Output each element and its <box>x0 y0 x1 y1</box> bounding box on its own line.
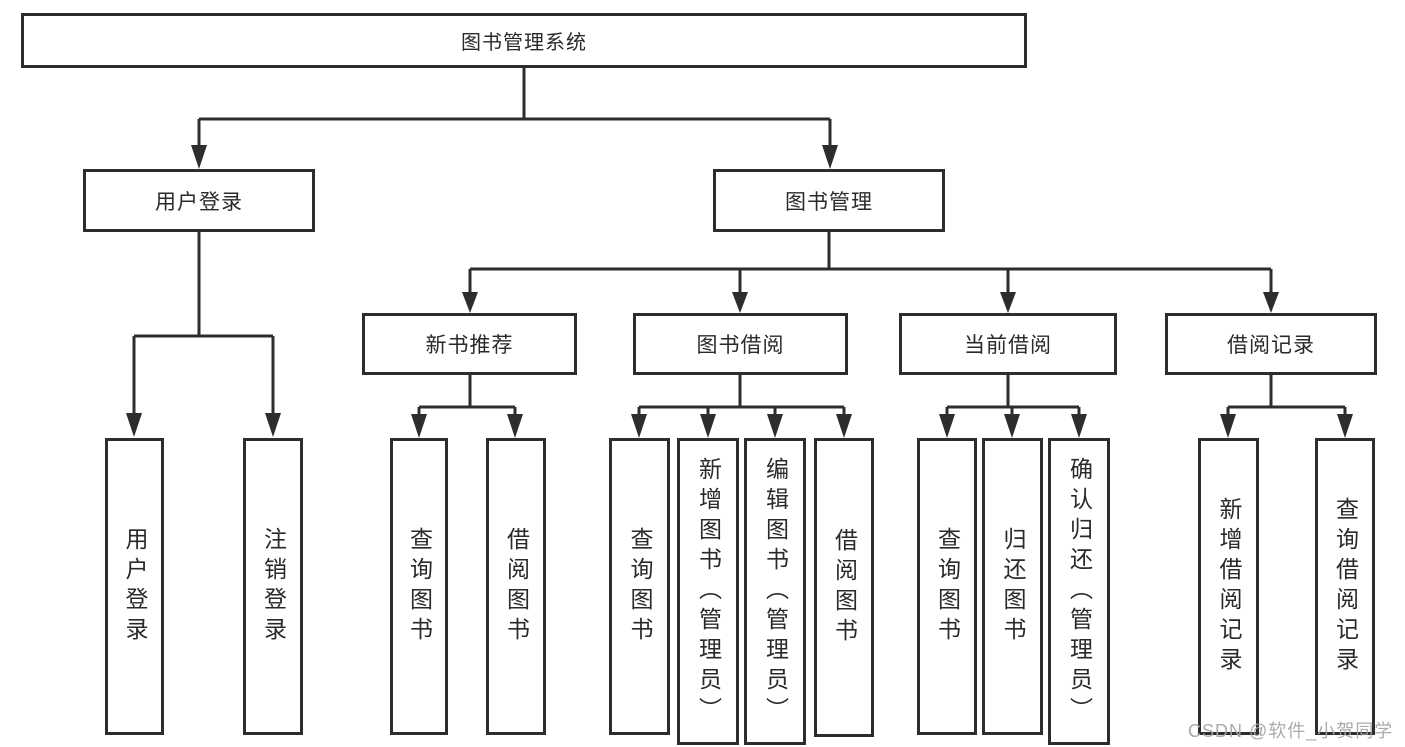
arrowhead-icon <box>1000 292 1016 313</box>
leaf-label: 编辑图书（管理员） <box>762 456 789 727</box>
connector-line <box>468 232 1273 294</box>
leaf-label: 归还图书 <box>1000 526 1026 647</box>
leaf-search-books: 查询图书 <box>609 438 670 735</box>
arrowhead-icon <box>1263 292 1279 313</box>
leaf-label: 新增图书（管理员） <box>695 456 722 727</box>
connector-line <box>637 375 846 416</box>
node-label: 当前借阅 <box>964 334 1052 357</box>
leaf-label: 新增借阅记录 <box>1216 496 1242 677</box>
node-borrow-records: 借阅记录 <box>1165 313 1377 375</box>
connector-borrow-records-group <box>1220 375 1353 438</box>
leaf-edit-books-admin: 编辑图书（管理员） <box>744 438 806 745</box>
leaf-label: 查询图书 <box>934 526 961 647</box>
connector-line <box>1226 375 1347 416</box>
arrowhead-icon <box>1004 414 1020 438</box>
node-new-book-recommend: 新书推荐 <box>362 313 577 375</box>
leaf-add-books-admin: 新增图书（管理员） <box>677 438 739 745</box>
connector-user-login-group <box>126 232 281 437</box>
node-label: 图书借阅 <box>696 334 785 357</box>
arrowhead-icon <box>126 413 142 437</box>
arrowhead-icon <box>462 292 478 313</box>
leaf-label: 用户登录 <box>122 526 148 647</box>
leaf-logout: 注销登录 <box>243 438 303 735</box>
connector-line <box>132 232 275 415</box>
leaf-confirm-return-admin: 确认归还（管理员） <box>1048 438 1110 745</box>
arrowhead-icon <box>1337 414 1353 438</box>
arrowhead-icon <box>631 414 647 438</box>
arrowhead-icon <box>939 414 955 438</box>
connector-line <box>197 68 832 147</box>
leaf-label: 查询图书 <box>406 526 433 647</box>
connector-line <box>945 375 1081 416</box>
arrowhead-icon <box>767 414 783 438</box>
leaf-user-login: 用户登录 <box>105 438 164 735</box>
node-label: 用户登录 <box>155 190 243 214</box>
node-current-borrow: 当前借阅 <box>899 313 1117 375</box>
leaf-search-books: 查询图书 <box>917 438 977 735</box>
arrowhead-icon <box>700 414 716 438</box>
arrowhead-icon <box>836 414 852 438</box>
node-user-login: 用户登录 <box>83 169 315 232</box>
connector-line <box>417 375 517 416</box>
leaf-label: 查询借阅记录 <box>1332 496 1359 677</box>
watermark: CSDN @软件_小贺同学 <box>1188 721 1394 741</box>
node-book-management: 图书管理 <box>713 169 945 232</box>
leaf-label: 确认归还（管理员） <box>1066 456 1093 727</box>
connector-root-to-level2 <box>191 68 838 169</box>
node-label: 图书管理系统 <box>461 32 587 54</box>
connector-current-borrow-group <box>939 375 1087 438</box>
leaf-label: 注销登录 <box>260 526 287 647</box>
leaf-label: 查询图书 <box>627 526 653 647</box>
leaf-label: 借阅图书 <box>503 526 530 647</box>
leaf-search-borrow-record: 查询借阅记录 <box>1315 438 1375 735</box>
arrowhead-icon <box>1220 414 1236 438</box>
leaf-add-borrow-record: 新增借阅记录 <box>1198 438 1259 735</box>
leaf-borrow-books: 借阅图书 <box>486 438 546 735</box>
node-book-borrow: 图书借阅 <box>633 313 848 375</box>
arrowhead-icon <box>265 413 281 437</box>
leaf-return-books: 归还图书 <box>982 438 1043 735</box>
leaf-search-books: 查询图书 <box>390 438 448 735</box>
leaf-borrow-books: 借阅图书 <box>814 438 874 737</box>
arrowhead-icon <box>411 414 427 438</box>
arrowhead-icon <box>507 414 523 438</box>
arrowhead-icon <box>822 145 838 169</box>
node-label: 新书推荐 <box>425 334 514 357</box>
arrowhead-icon <box>191 145 207 169</box>
node-label: 借阅记录 <box>1227 334 1315 357</box>
node-label: 图书管理 <box>785 190 873 214</box>
arrowhead-icon <box>732 292 748 313</box>
connector-new-book-recommend-group <box>411 375 523 438</box>
connector-book-management-group <box>462 232 1279 313</box>
arrowhead-icon <box>1071 414 1087 438</box>
leaf-label: 借阅图书 <box>831 527 858 648</box>
node-library-system: 图书管理系统 <box>21 13 1027 68</box>
connector-book-borrow-group <box>631 375 852 438</box>
